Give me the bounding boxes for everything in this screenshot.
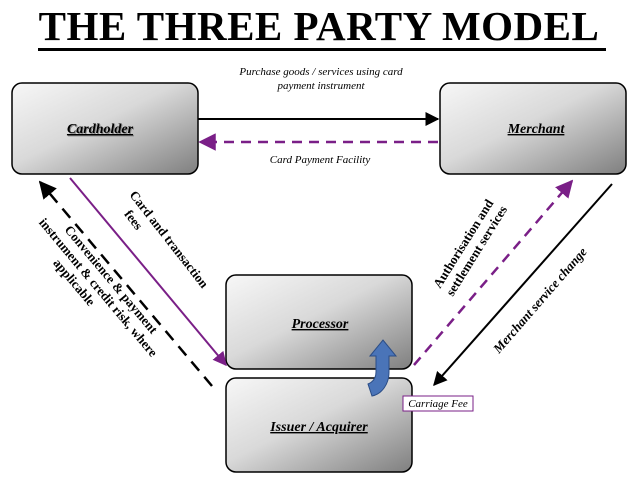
carriage-fee-label: Carriage Fee: [408, 398, 468, 410]
convenience-label-line2: instrument & credit risk, where: [36, 215, 161, 360]
card-fees-arrow: [69, 177, 227, 367]
curved-arrow-icon: [367, 339, 398, 397]
issuer-acquirer-label: Issuer / Acquirer: [269, 420, 368, 435]
svg-text:Cardholder: Cardholder: [68, 123, 135, 138]
purchase-label-line1: Purchase goods / services using card: [238, 66, 403, 78]
issuer-acquirer-box: [225, 377, 413, 473]
merchant-box: [439, 82, 627, 175]
convenience-arrow: [38, 180, 213, 387]
cardholder-label: Cardholder: [67, 122, 134, 137]
processor-label: Processor: [292, 317, 349, 332]
page-title: THE THREE PARTY MODEL: [38, 3, 600, 49]
carriage-fee-box: [402, 395, 474, 412]
card-fees-label-line1: Card and transaction: [127, 188, 213, 292]
processor-box: [225, 274, 413, 370]
card-payment-facility-label: Card Payment Facility: [270, 154, 371, 166]
title-underline: [38, 48, 606, 51]
purchase-label-line2: payment instrument: [276, 80, 365, 92]
merchant-service-charge-arrow: [433, 183, 613, 387]
authorisation-arrow: [413, 179, 574, 366]
merchant-label: Merchant: [507, 122, 566, 137]
cardholder-box: [11, 82, 199, 175]
